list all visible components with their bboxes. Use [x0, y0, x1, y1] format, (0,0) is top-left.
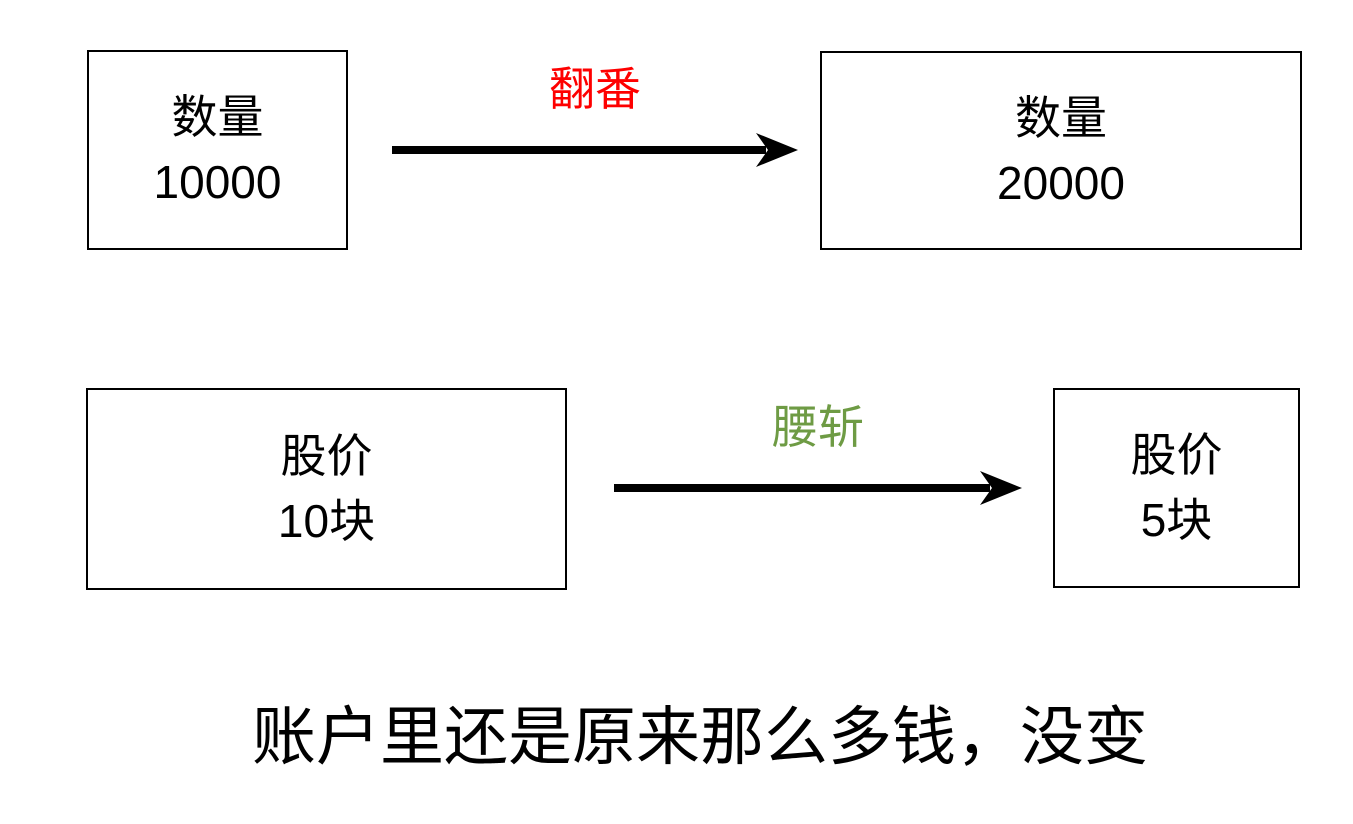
- right-arrow-icon: [614, 471, 1022, 505]
- caption-text: 账户里还是原来那么多钱，没变: [252, 701, 1148, 773]
- price-after-value: 5块: [1140, 494, 1213, 546]
- price-before-value: 10块: [277, 495, 376, 547]
- quantity-after-value: 20000: [997, 156, 1125, 209]
- halve-label: 腰斩: [772, 401, 864, 453]
- quantity-before-title: 数量: [171, 91, 264, 143]
- quantity-after-box: 数量 20000: [820, 51, 1302, 250]
- right-arrow-icon: [392, 133, 798, 167]
- price-before-title: 股价: [280, 430, 373, 482]
- quantity-before-value: 10000: [153, 156, 282, 208]
- price-after-box: 股价 5块: [1053, 388, 1300, 588]
- double-label: 翻番: [549, 63, 641, 115]
- price-after-title: 股价: [1130, 429, 1223, 481]
- quantity-after-title: 数量: [1015, 91, 1107, 144]
- quantity-before-box: 数量 10000: [87, 50, 348, 250]
- price-before-box: 股价 10块: [86, 388, 567, 590]
